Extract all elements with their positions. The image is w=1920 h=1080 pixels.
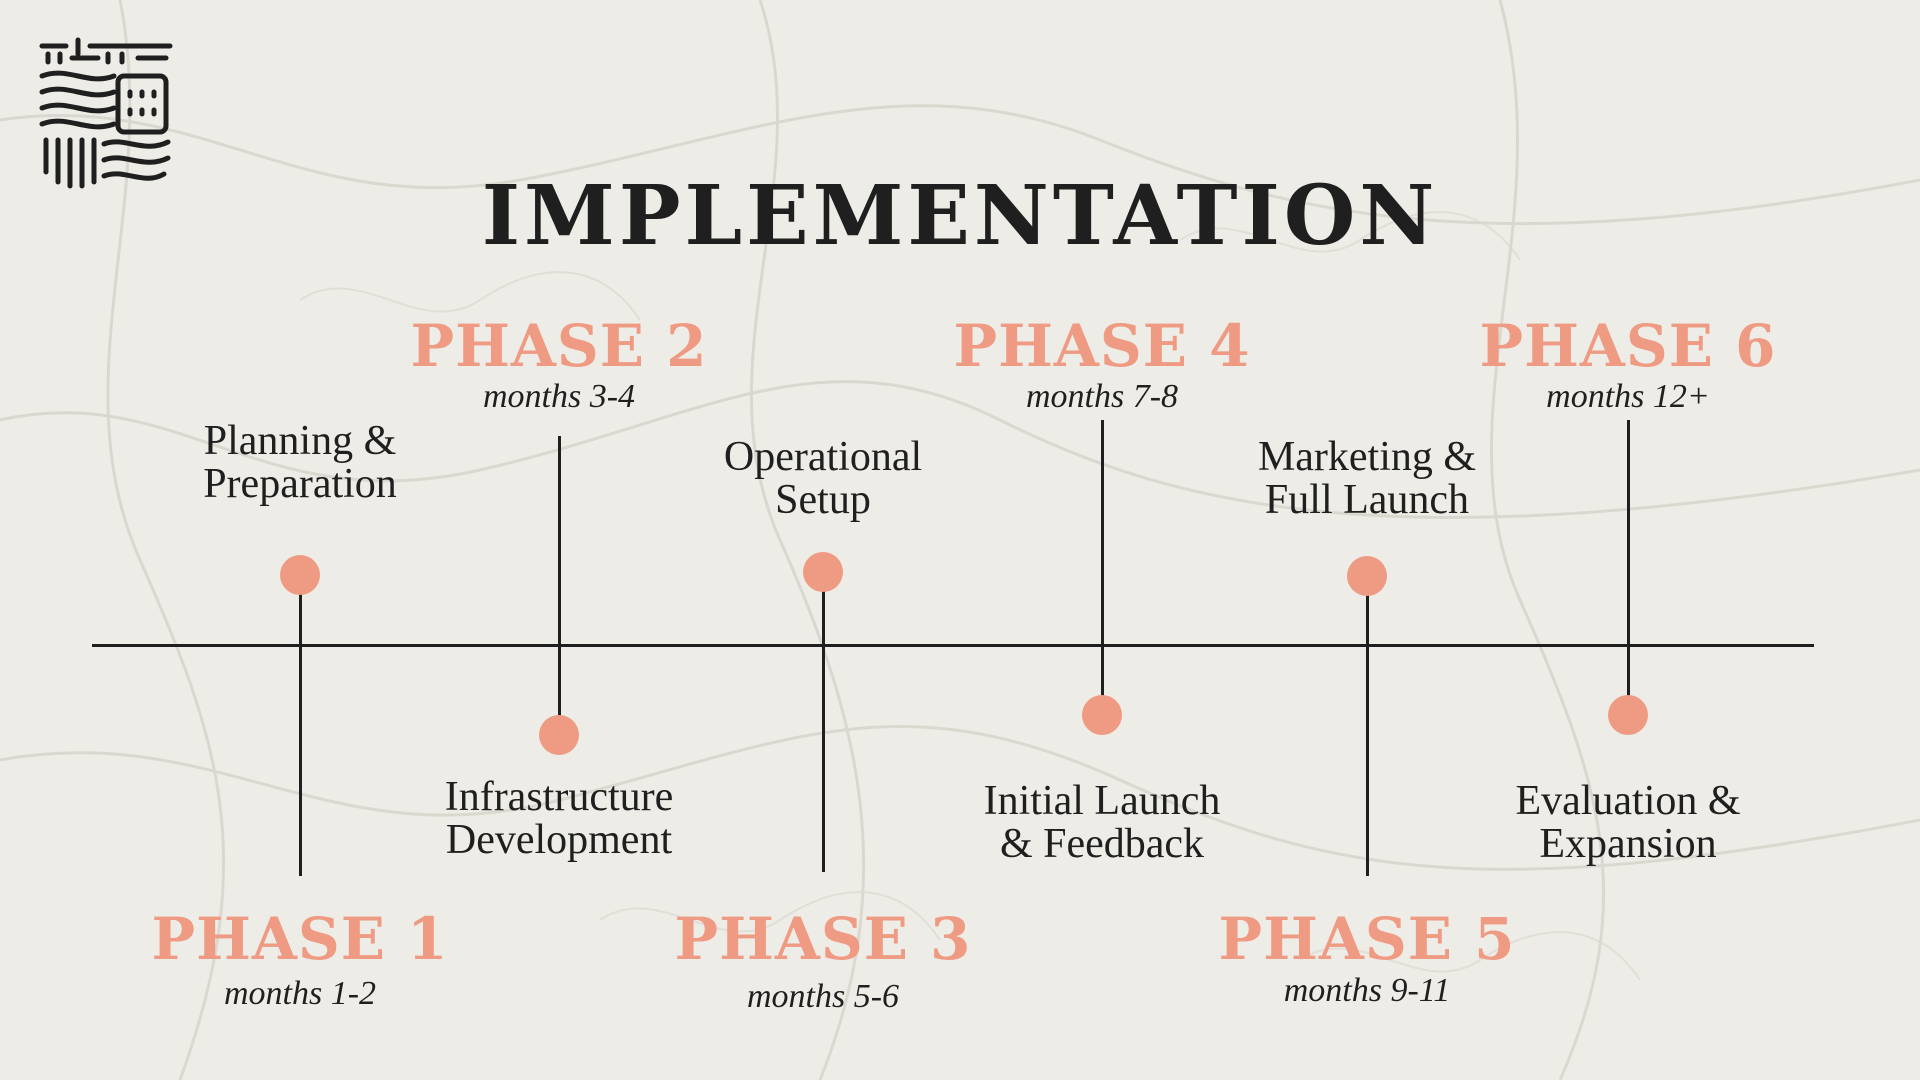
phase-2-title: PHASE 2 <box>410 312 708 380</box>
phase-5-description-line: Marketing & <box>1257 434 1477 480</box>
phase-6-description-line: Expansion <box>1539 821 1717 867</box>
phase-1-title: PHASE 1 <box>151 905 449 973</box>
phase-4-title: PHASE 4 <box>953 312 1251 380</box>
phase-1-months: months 1-2 <box>223 975 377 1012</box>
phase-3-description-line: Setup <box>775 477 871 523</box>
phase-1-description: Planning &Preparation <box>130 420 470 506</box>
phase-6-description: Evaluation &Expansion <box>1458 780 1798 866</box>
phase-6-description-line: Evaluation & <box>1515 778 1741 824</box>
phase-1-description-line: Preparation <box>203 461 397 507</box>
phase-1-marker <box>280 555 320 595</box>
phase-6-marker <box>1608 695 1648 735</box>
phase-3-description-line: Operational <box>723 434 923 480</box>
phase-3-months: months 5-6 <box>746 978 900 1015</box>
phase-4-stem <box>1101 420 1104 715</box>
phase-1-stem <box>299 575 302 876</box>
phase-4-description-line: Initial Launch <box>983 778 1221 824</box>
phase-2-stem <box>558 436 561 735</box>
phase-3-marker <box>803 552 843 592</box>
phase-3-title: PHASE 3 <box>674 905 972 973</box>
phase-5-marker <box>1347 556 1387 596</box>
phase-6-months: months 12+ <box>1546 378 1710 415</box>
castle-waves-icon <box>39 37 173 189</box>
phase-2-description-line: Development <box>445 817 673 863</box>
phase-4-description: Initial Launch& Feedback <box>932 780 1272 866</box>
phase-4-marker <box>1082 695 1122 735</box>
phase-5-stem <box>1366 576 1369 876</box>
phase-1-description-line: Planning & <box>203 418 397 464</box>
phase-5-months: months 9-11 <box>1283 972 1451 1009</box>
phase-4-description-line: & Feedback <box>999 821 1205 867</box>
phase-2-months: months 3-4 <box>482 378 636 415</box>
phase-6-stem <box>1627 420 1630 715</box>
phase-2-description-line: Infrastructure <box>444 774 674 820</box>
timeline-axis <box>92 644 1814 647</box>
phase-5-description: Marketing &Full Launch <box>1197 436 1537 522</box>
phase-5-description-line: Full Launch <box>1264 477 1470 523</box>
phase-2-marker <box>539 715 579 755</box>
phase-4-months: months 7-8 <box>1025 378 1179 415</box>
page-title: IMPLEMENTATION <box>481 168 1439 264</box>
phase-5-title: PHASE 5 <box>1218 905 1516 973</box>
phase-6-title: PHASE 6 <box>1479 312 1777 380</box>
phase-3-stem <box>822 572 825 872</box>
